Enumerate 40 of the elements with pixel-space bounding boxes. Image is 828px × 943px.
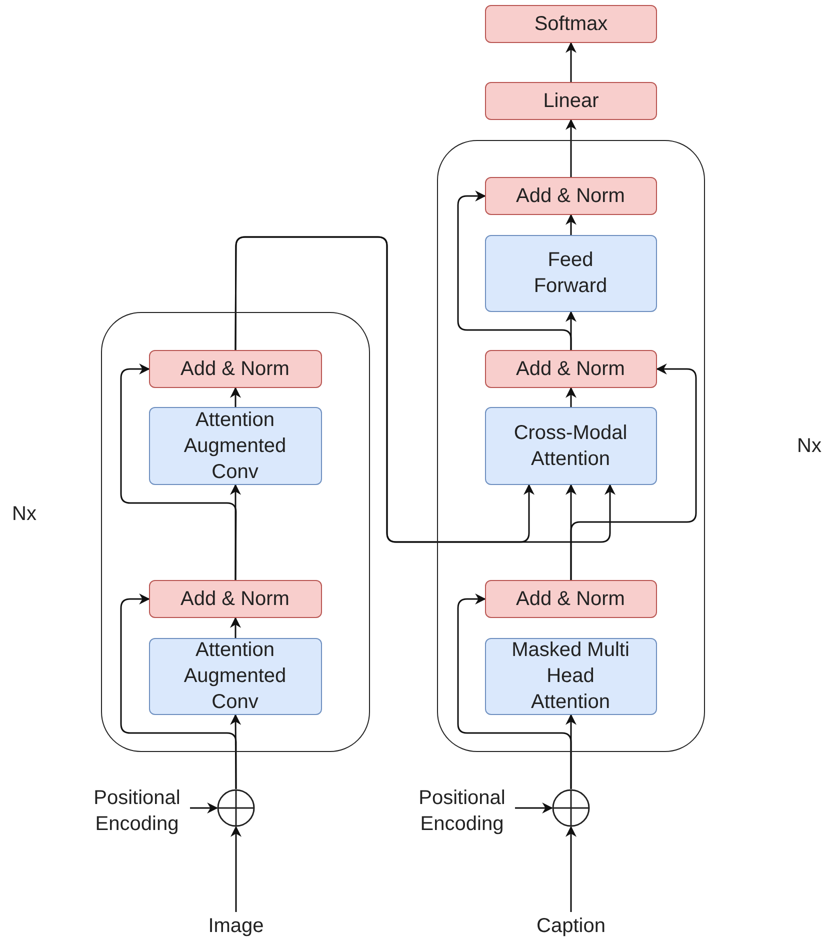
input-label: Caption xyxy=(521,912,621,940)
arrow xyxy=(457,190,572,350)
layer-box: Add & Norm xyxy=(484,176,656,214)
arrow xyxy=(570,364,697,580)
arrow xyxy=(566,826,576,912)
repeat-count-label: Nx xyxy=(797,435,822,458)
repeated-layer-frame xyxy=(437,140,705,752)
arrow xyxy=(230,484,241,580)
arrow xyxy=(230,826,242,912)
module-box: Attention Augmented Conv xyxy=(148,406,322,484)
layer-box: Add & Norm xyxy=(484,580,656,618)
arrow xyxy=(566,42,576,82)
arrow xyxy=(120,364,237,580)
summation-symbol xyxy=(552,789,590,827)
repeated-layer-frame xyxy=(101,312,370,752)
input-label: Positional Encoding xyxy=(84,785,190,837)
layer-box: Add & Norm xyxy=(148,580,322,618)
arrow xyxy=(230,616,241,638)
layer-box: Linear xyxy=(485,82,657,120)
arrow xyxy=(566,386,576,407)
arrow xyxy=(566,214,576,235)
module-box: Attention Augmented Conv xyxy=(148,638,322,714)
arrow xyxy=(566,118,576,177)
module-box: Feed Forward xyxy=(484,234,656,312)
arrow xyxy=(120,594,237,789)
arrow xyxy=(230,386,241,407)
arrow xyxy=(457,594,572,789)
arrow xyxy=(515,802,554,814)
module-box: Masked Multi Head Attention xyxy=(484,638,656,714)
layer-box: Add & Norm xyxy=(484,350,656,388)
module-box: Cross-Modal Attention xyxy=(484,406,656,484)
layer-box: Softmax xyxy=(485,5,657,43)
arrow xyxy=(234,236,616,543)
summation-symbol xyxy=(217,789,255,827)
layer-box: Add & Norm xyxy=(148,350,322,388)
input-label: Image xyxy=(196,912,276,940)
arrow xyxy=(230,714,242,789)
arrow xyxy=(190,802,218,814)
input-label: Positional Encoding xyxy=(409,785,515,837)
repeat-count-label: Nx xyxy=(12,503,36,526)
